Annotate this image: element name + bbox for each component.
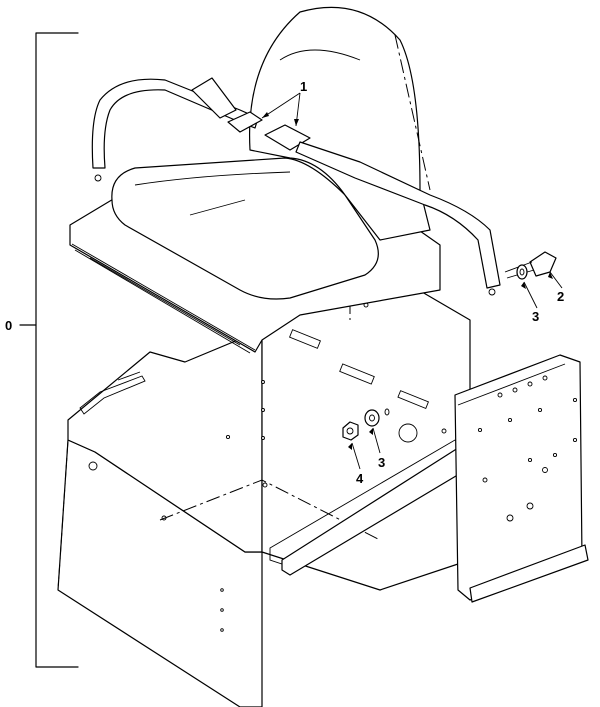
washer-upper-part — [516, 264, 528, 280]
callout-seat-belt: 1 — [300, 79, 307, 94]
washer-lower-part — [364, 408, 390, 427]
nut-part — [342, 421, 359, 441]
left-floor-panel — [57, 329, 263, 707]
callout-leaders — [261, 92, 563, 470]
callout-washer-lower: 3 — [378, 455, 385, 470]
seat-cushion — [111, 157, 379, 300]
assembly-bracket — [19, 32, 79, 668]
callout-nut: 4 — [356, 471, 364, 486]
callout-bolt: 2 — [557, 289, 564, 304]
callout-assembly: 0 — [5, 318, 12, 333]
callout-washer-upper: 3 — [532, 309, 539, 324]
right-side-panel — [454, 354, 589, 603]
bolt-part — [504, 251, 557, 279]
seat-belt — [91, 77, 501, 296]
